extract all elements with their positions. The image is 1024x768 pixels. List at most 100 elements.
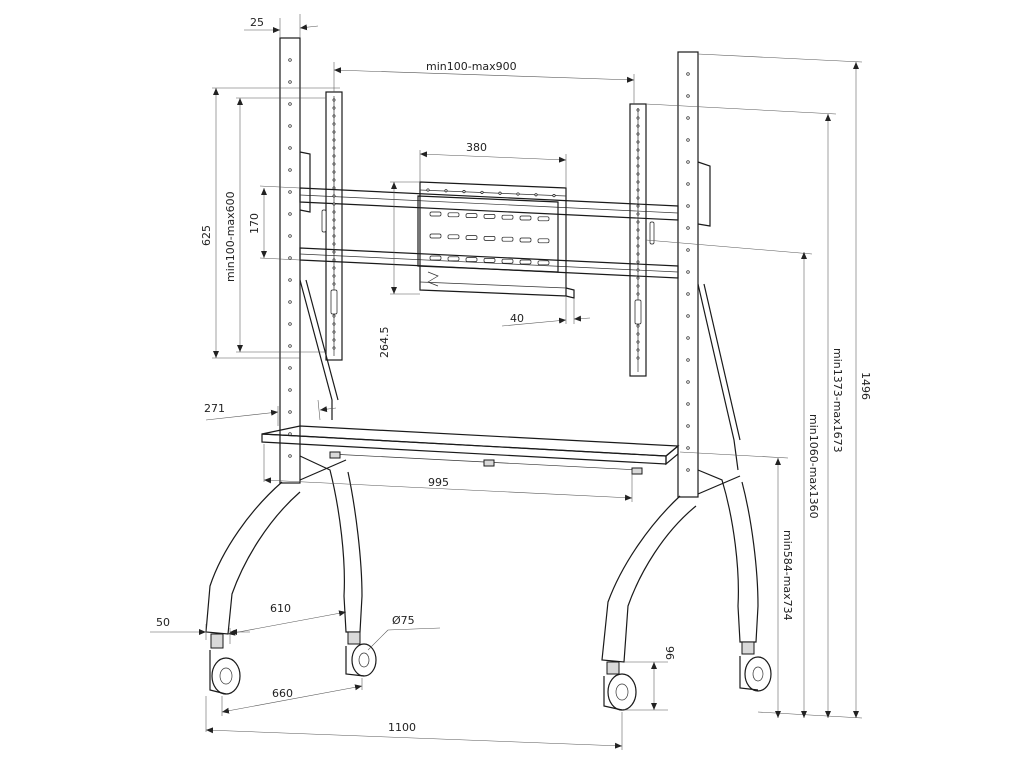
mounting-hole [686,160,690,164]
mounting-slot [429,211,442,217]
mounting-hole [636,260,640,264]
mounting-hole [332,146,336,150]
mounting-hole [636,180,640,184]
mounting-slot [483,236,496,241]
dim-top-mount-height: min1373-max1673 [831,348,844,453]
mounting-hole [288,80,292,84]
mounting-hole [332,346,336,350]
mounting-slot [501,236,514,242]
mounting-hole [288,212,292,216]
mounting-hole [332,226,336,230]
mounting-slot [465,213,478,218]
dim-plate-height: 170 [248,213,261,234]
mounting-hole [636,324,640,328]
mounting-hole [686,138,690,142]
mounting-hole [686,94,690,98]
mounting-hole [636,268,640,272]
mounting-hole [332,178,336,182]
mounting-slot [447,234,460,240]
mounting-hole [636,148,640,152]
mounting-slot [537,238,550,244]
dim-vesa-vertical: min100-max600 [224,191,237,282]
mounting-hole [288,366,292,370]
caster-front-right [603,661,637,711]
dimension-lines [150,14,863,750]
mounting-slot [465,235,478,240]
right-base-frame [601,469,759,663]
mounting-slot [519,215,532,221]
mounting-slot [447,212,460,218]
mounting-slot [483,214,496,219]
mounting-hole [636,108,640,112]
left-side-handle [299,151,311,213]
mounting-hole [686,468,690,472]
mounting-hole [636,284,640,288]
mounting-hole [636,116,640,120]
dim-plate-depth: 40 [510,312,524,325]
mounting-hole [636,140,640,144]
mounting-hole [288,190,292,194]
mounting-hole [332,322,336,326]
mounting-hole [288,102,292,106]
mounting-hole [636,276,640,280]
mounting-hole [332,106,336,110]
mounting-hole [636,292,640,296]
mounting-slot [537,260,550,266]
dim-caster-height: 96 [663,646,676,660]
mounting-slot [649,221,655,245]
mounting-hole [686,270,690,274]
mounting-hole [288,300,292,304]
mounting-slot [429,255,442,261]
mounting-hole [288,124,292,128]
mounting-hole [636,332,640,336]
mounting-hole [686,226,690,230]
dim-caster-diameter: Ø75 [392,614,415,627]
mounting-hole [516,192,520,196]
dim-plate-offset: 264.5 [378,327,391,359]
mounting-hole [636,228,640,232]
mounting-hole [534,193,538,197]
mounting-slot [429,233,442,239]
caster-front-left [209,633,241,695]
mounting-hole [686,72,690,76]
mounting-hole [552,194,556,198]
mounting-hole [636,124,640,128]
mounting-hole [636,356,640,360]
mounting-hole [288,234,292,238]
mounting-hole [332,186,336,190]
mounting-hole [686,182,690,186]
mounting-hole [332,170,336,174]
mounting-hole [636,204,640,208]
mounting-hole [332,234,336,238]
mounting-hole [332,242,336,246]
mounting-hole [288,344,292,348]
mounting-slot [519,259,532,265]
mounting-slot [519,237,532,243]
mounting-hole [686,380,690,384]
dimension-labels: 25 min100-max900 380 min100-max600 625 1… [156,16,872,734]
mounting-hole [636,220,640,224]
mounting-hole [636,252,640,256]
mounting-hole [636,244,640,248]
mounting-hole [686,424,690,428]
mounting-hole [288,388,292,392]
mounting-hole [288,278,292,282]
mounting-hole [686,336,690,340]
mounting-hole [636,196,640,200]
mounting-hole [686,248,690,252]
mounting-hole [686,314,690,318]
mounting-hole [288,58,292,62]
mounting-slot [465,257,478,262]
mounting-hole [332,210,336,214]
dim-foot-width: 50 [156,616,170,629]
cross-bars [299,187,679,279]
mounting-hole [636,236,640,240]
mounting-hole [686,402,690,406]
mounting-hole [636,212,640,216]
left-diagonal-brace [299,279,333,420]
mounting-hole [636,188,640,192]
mounting-hole [332,154,336,158]
right-diagonal-brace [697,283,739,471]
